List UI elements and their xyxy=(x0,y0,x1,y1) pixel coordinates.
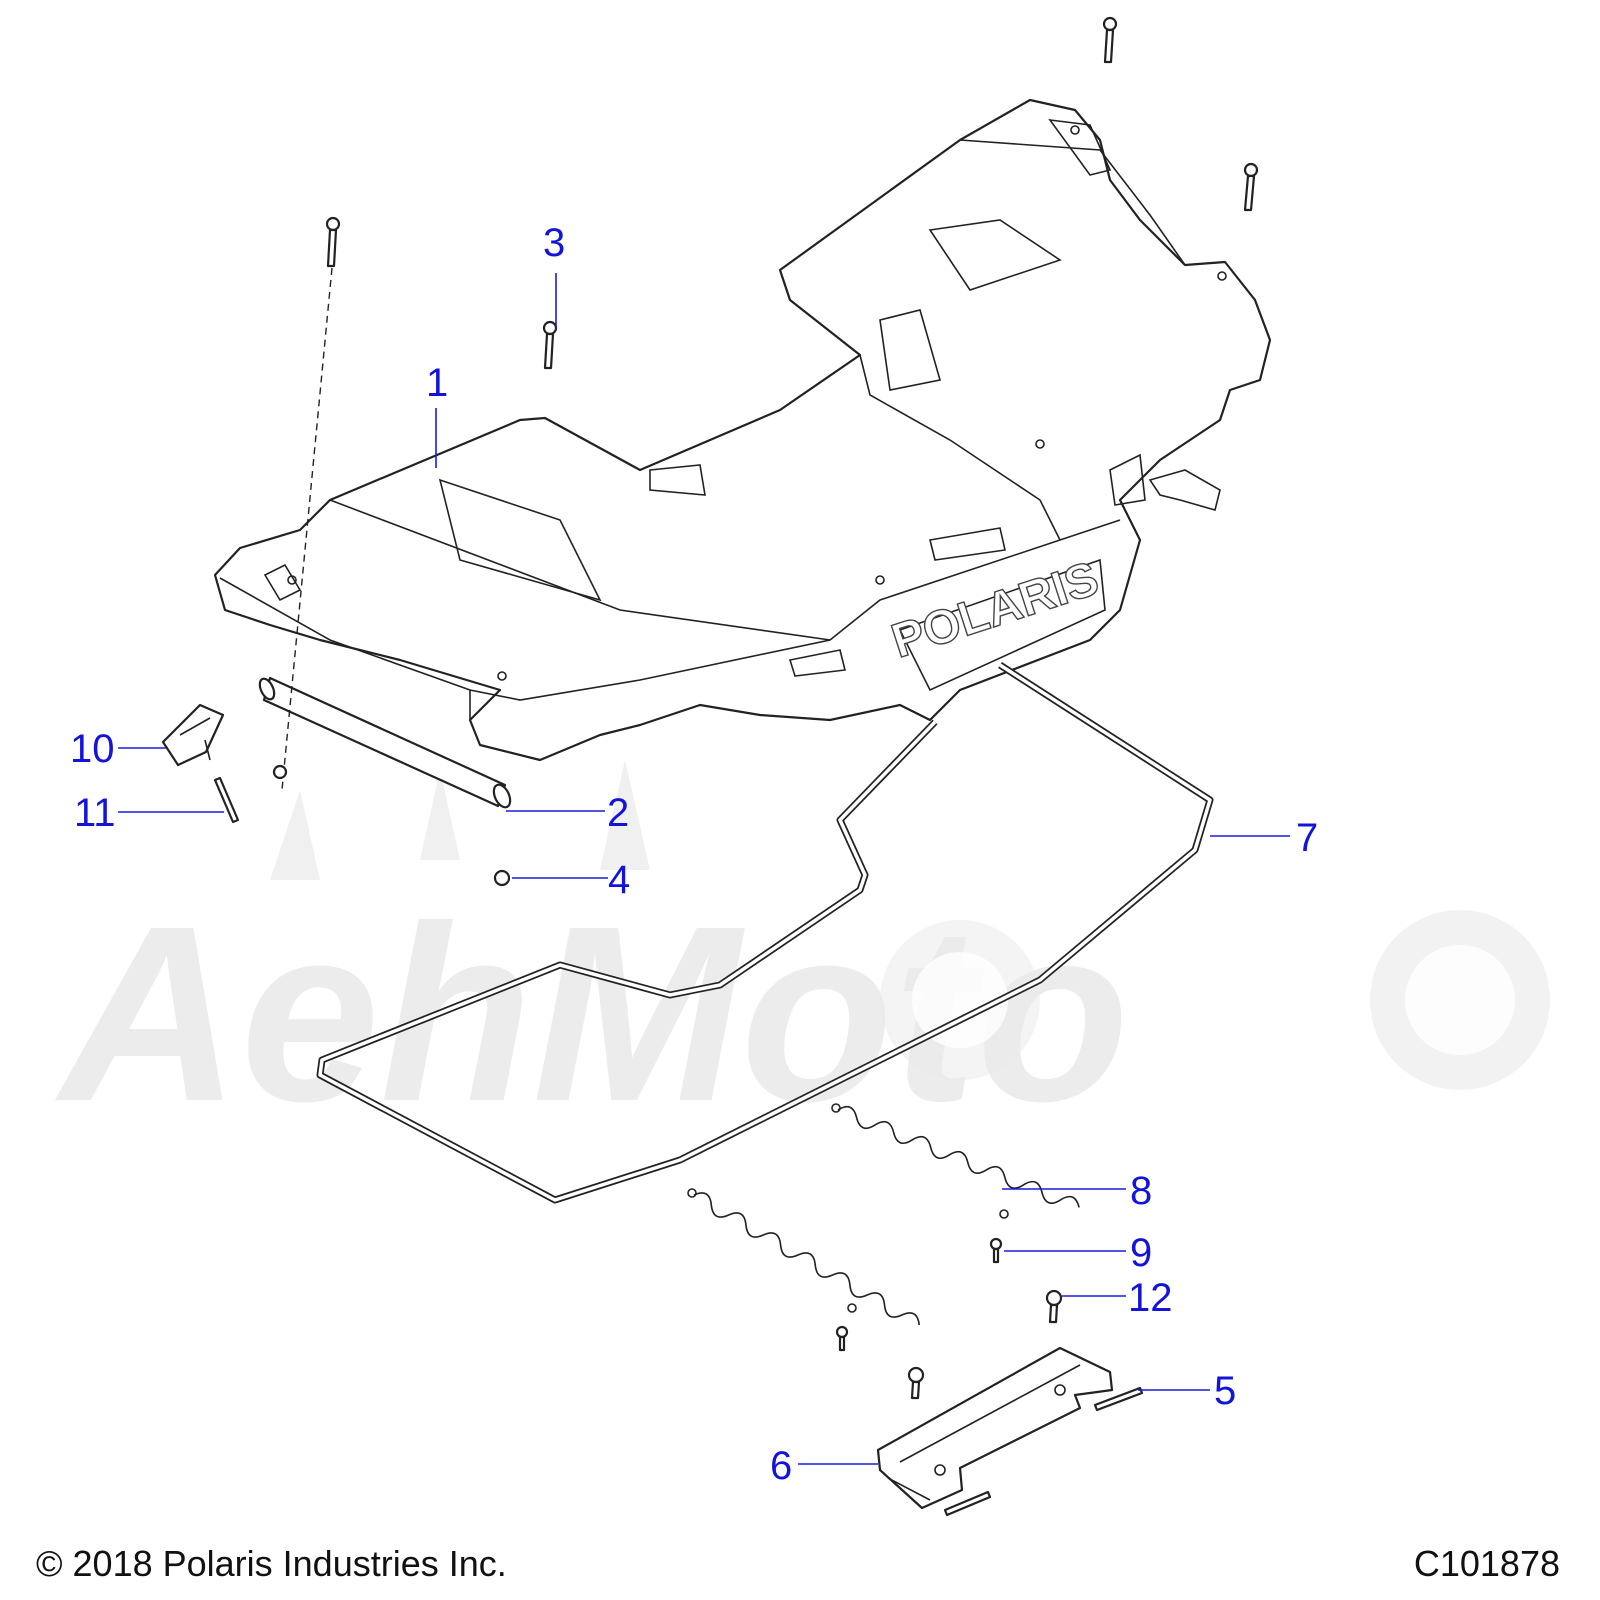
bolt-upper-left xyxy=(325,216,341,268)
pin-part-11 xyxy=(213,776,240,824)
callout-7: 7 xyxy=(1296,816,1318,860)
callout-5: 5 xyxy=(1214,1369,1236,1413)
bracket-part-6 xyxy=(876,1346,1114,1510)
callout-4: 4 xyxy=(608,858,630,902)
callout-12: 12 xyxy=(1128,1276,1173,1320)
bolt-upper-top xyxy=(1102,16,1118,64)
latch-part-10 xyxy=(161,703,225,767)
rack-part-1: POLARIS xyxy=(213,98,1272,762)
callout-11: 11 xyxy=(74,791,116,835)
screw-bracket xyxy=(907,1366,925,1400)
bolt-upper-right xyxy=(1243,162,1259,212)
spring-lower xyxy=(687,1188,920,1326)
bolt-part-3 xyxy=(542,320,558,370)
callout-6: 6 xyxy=(770,1444,792,1488)
watermark: AehMoto xyxy=(54,760,1550,1153)
nut-left xyxy=(272,764,288,780)
callout-8: 8 xyxy=(1130,1169,1152,1213)
spring-part-8 xyxy=(831,1103,1080,1219)
wire-bail-part-7 xyxy=(316,662,1214,1204)
tube-part-2 xyxy=(258,676,512,809)
callouts: 1 2 3 4 5 6 7 8 9 10 11 12 xyxy=(70,221,1318,1488)
callout-10: 10 xyxy=(70,727,115,771)
diagram-code: C101878 xyxy=(1413,1543,1560,1584)
pin-part-5 xyxy=(1093,1386,1144,1412)
callout-2: 2 xyxy=(607,791,629,835)
screw-part-9 xyxy=(989,1237,1003,1264)
leader-lines xyxy=(118,273,1290,1465)
copyright-notice: © 2018 Polaris Industries Inc. xyxy=(36,1543,507,1584)
pin-lower xyxy=(943,1490,992,1517)
nut-part-4 xyxy=(493,869,511,887)
callout-1: 1 xyxy=(426,361,448,405)
screw-part-12 xyxy=(1045,1289,1063,1324)
screw-lower-left xyxy=(835,1325,849,1352)
callout-3: 3 xyxy=(543,221,565,265)
callout-9: 9 xyxy=(1130,1231,1152,1275)
